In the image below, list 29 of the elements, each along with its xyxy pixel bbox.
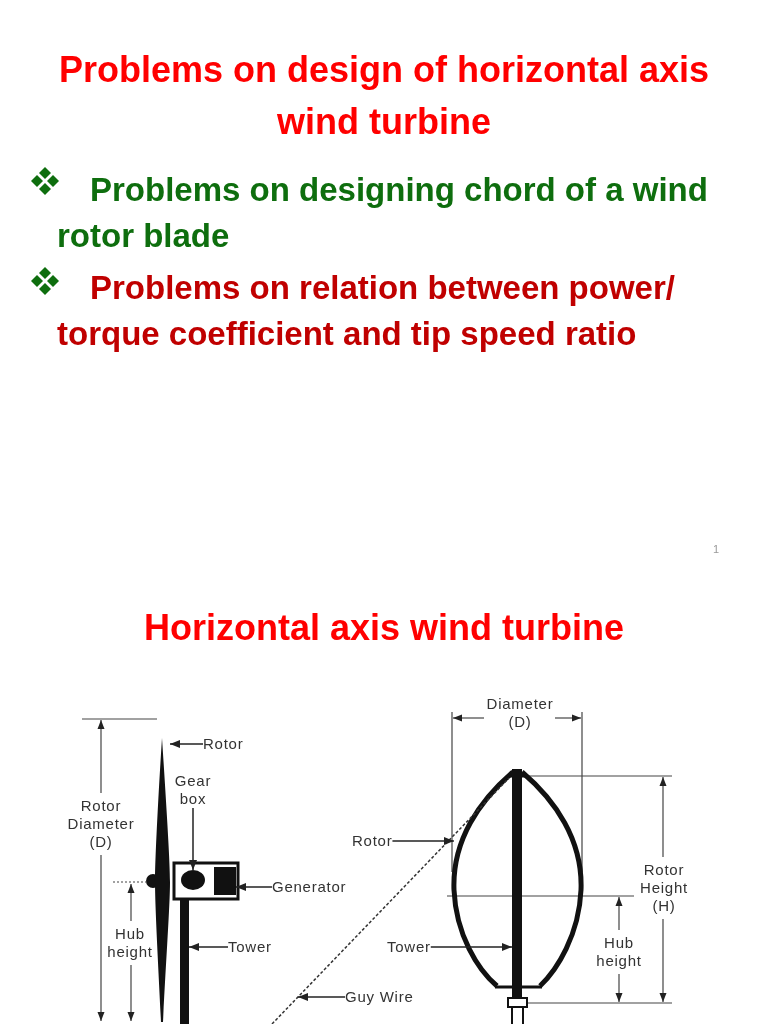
- part-label: Gear box: [174, 772, 212, 808]
- dimension-label: Diameter (D): [486, 695, 554, 731]
- part-label: Rotor: [352, 832, 393, 850]
- leader-arrow: [188, 943, 229, 951]
- guy-wire-line: [271, 777, 510, 1024]
- part-label: Tower: [387, 938, 431, 956]
- slide-title: Horizontal axis wind turbine: [144, 606, 624, 650]
- part-label: Guy Wire: [345, 988, 414, 1006]
- page-number: 1: [713, 542, 720, 556]
- leader-arrow: [189, 807, 197, 871]
- part-label: Rotor: [203, 735, 244, 753]
- leader-arrow: [391, 837, 455, 845]
- gearbox: [181, 870, 205, 890]
- dimension-label: Rotor Diameter (D): [67, 797, 135, 851]
- part-label: Generator: [272, 878, 347, 896]
- leader-arrow: [297, 993, 346, 1001]
- bullet-text: Problems on designing chord of a wind rotor blade: [57, 170, 709, 256]
- leader-arrow: [430, 943, 513, 951]
- rotor-blades: [451, 769, 584, 989]
- dimension-label: Hub height: [107, 925, 153, 961]
- tower-mast: [180, 900, 189, 1024]
- slide-title: Problems on design of horizontal axis wind turbine: [57, 48, 711, 144]
- dimension-label: Rotor Height (H): [640, 861, 688, 915]
- generator-block: [214, 867, 236, 895]
- bullet-text: Problems on relation between power/ torque coefficient and tip speed ratio: [57, 268, 676, 354]
- part-label: Tower: [228, 938, 272, 956]
- leader-arrow: [169, 740, 204, 748]
- dimension-label: Hub height: [596, 934, 642, 970]
- leader-arrow: [235, 883, 273, 891]
